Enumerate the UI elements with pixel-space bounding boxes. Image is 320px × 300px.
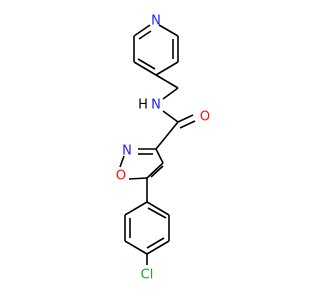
chlorine-label: Cl xyxy=(141,268,154,283)
bond-carbonyl-o xyxy=(177,114,194,123)
bond-ph-c4-c5 xyxy=(124,240,148,255)
atom-labels: N N H O N O Cl xyxy=(116,14,210,283)
bond-pyr-c6-n-inner xyxy=(138,30,152,40)
bond-ph-c1-c2-inner xyxy=(147,207,167,219)
pyridine-n-label: N xyxy=(151,14,161,29)
bond-pyr-n-c2 xyxy=(158,24,179,37)
bond-ph-c1-c2 xyxy=(146,201,170,216)
isoxazole-o-label: O xyxy=(116,169,126,184)
bond-ph-c3-c4-inner xyxy=(146,237,165,249)
bond-pyr-c4-c5 xyxy=(133,61,157,76)
carbonyl-o-label: O xyxy=(200,110,210,125)
isoxazole-n-label: N xyxy=(122,144,132,159)
amide-n-label: N xyxy=(151,98,161,113)
bond-ch2-nh xyxy=(162,87,179,100)
bond-nh-carbonyl xyxy=(162,110,179,123)
bonds xyxy=(119,24,196,265)
bond-pyr-c6-n xyxy=(133,24,151,37)
molecule-structure: N N H O N O Cl xyxy=(116,14,210,283)
bond-iso-c5-c4-inner xyxy=(150,165,164,178)
bond-c4-ch2 xyxy=(155,74,179,89)
bond-iso-c4-c3 xyxy=(155,148,164,164)
bond-ph-c3-c4 xyxy=(146,240,170,255)
bond-ph-c6-c1 xyxy=(124,201,148,216)
bond-iso-c5-c4 xyxy=(146,162,164,179)
amide-h-label: H xyxy=(138,98,148,113)
bond-pyr-c3-c4 xyxy=(155,61,179,76)
bond-pyr-c4-c5-inner xyxy=(137,58,156,70)
bond-iso-o-c5 xyxy=(128,177,148,180)
bond-iso-n-o xyxy=(119,155,125,168)
bond-carbonyl-c3 xyxy=(155,121,179,150)
bond-carbonyl-o-2 xyxy=(179,120,196,129)
